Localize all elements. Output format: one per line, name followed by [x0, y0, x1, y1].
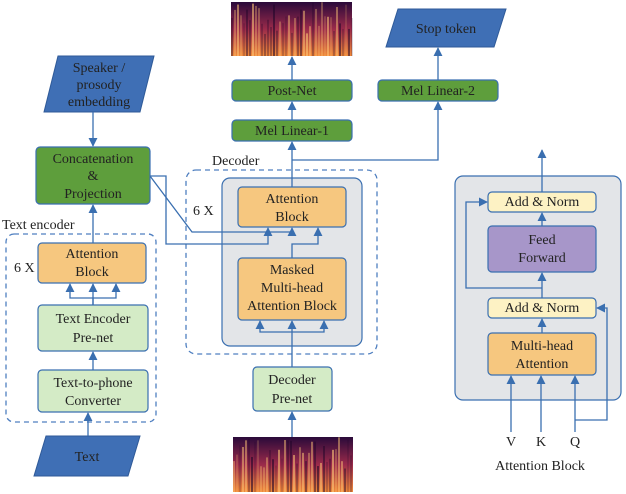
multi-head-attention-label-line1: Multi-head: [511, 339, 573, 354]
text-encoder-label: Text encoder: [2, 218, 75, 233]
masked-attention-label-line3: Attention Block: [247, 299, 337, 314]
input-spectrogram-image: [233, 437, 353, 492]
speaker-embedding-label-line3: embedding: [68, 95, 130, 110]
arrow-concat-to-decoder-attention-1: [150, 175, 273, 245]
decoder-repeat-label: 6 X: [193, 204, 214, 219]
text-to-phone-label-line2: Converter: [65, 394, 121, 409]
arrow-q-residual: [575, 303, 608, 421]
text-input-label: Text: [75, 450, 100, 465]
text-input-parallelogram: [33, 435, 141, 477]
add-norm-top-label: Add & Norm: [505, 195, 580, 210]
mel-linear-1-label: Mel Linear-1: [255, 124, 329, 139]
arrow-prenet-to-attention-left: [65, 283, 94, 305]
decoder-label: Decoder: [212, 154, 260, 169]
mel-linear-2-label: Mel Linear-2: [401, 84, 475, 99]
arrow-decoder-to-mel-linear-2: [292, 101, 443, 161]
feed-forward-label-line2: Forward: [518, 251, 565, 266]
feed-forward-label-line1: Feed: [528, 233, 555, 248]
attention-block-caption: Attention Block: [495, 459, 585, 474]
input-v-label: V: [506, 435, 516, 450]
concat-projection-label-line3: Projection: [64, 187, 122, 202]
decoder-region: [185, 169, 378, 355]
output-spectrogram-image: [231, 2, 353, 57]
connector-arrows: [65, 47, 608, 437]
speaker-embedding-parallelogram: [43, 55, 155, 113]
arrow-prenet-to-attention-right: [93, 283, 121, 299]
stop-token-parallelogram: [385, 8, 507, 48]
text-encoder-prenet-label-line2: Pre-net: [73, 331, 114, 346]
text-to-phone-label-line1: Text-to-phone: [53, 376, 132, 391]
arrow-prenet-to-masked-left: [255, 320, 293, 367]
arrow-masked-to-attention: [291, 227, 323, 258]
text-encoder-attention-label-line1: Attention: [66, 247, 119, 262]
text-encoder-repeat-label: 6 X: [14, 261, 35, 276]
decoder-prenet-label-line1: Decoder: [268, 373, 316, 388]
speaker-embedding-label-line1: Speaker /: [73, 61, 126, 76]
input-k-label: K: [536, 435, 546, 450]
arrow-residual-to-top-add-norm: [465, 197, 542, 289]
multi-head-attention-label-line2: Attention: [516, 357, 569, 372]
concat-projection-label-line2: &: [88, 169, 99, 184]
masked-attention-label-line1: Masked: [270, 263, 314, 278]
text-encoder-attention-box: [37, 242, 147, 284]
text-encoder-region: [5, 233, 157, 423]
concat-projection-label-line1: Concatenation: [53, 152, 134, 167]
input-q-label: Q: [570, 435, 580, 450]
arrow-concat-to-decoder-attention-2: [149, 175, 297, 237]
masked-attention-label-line2: Multi-head: [261, 281, 323, 296]
decoder-attention-label-line2: Block: [275, 210, 308, 225]
speaker-embedding-label-line2: prosody: [76, 78, 121, 93]
arrow-prenet-to-masked-right: [292, 320, 329, 333]
text-encoder-prenet-label-line1: Text Encoder: [56, 312, 131, 327]
add-norm-bottom-label: Add & Norm: [505, 301, 580, 316]
decoder-prenet-label-line2: Pre-net: [272, 392, 313, 407]
decoder-attention-label-line1: Attention: [266, 192, 319, 207]
text-encoder-attention-label-line2: Block: [75, 265, 108, 280]
post-net-label: Post-Net: [268, 84, 317, 99]
stop-token-label: Stop token: [416, 22, 476, 37]
